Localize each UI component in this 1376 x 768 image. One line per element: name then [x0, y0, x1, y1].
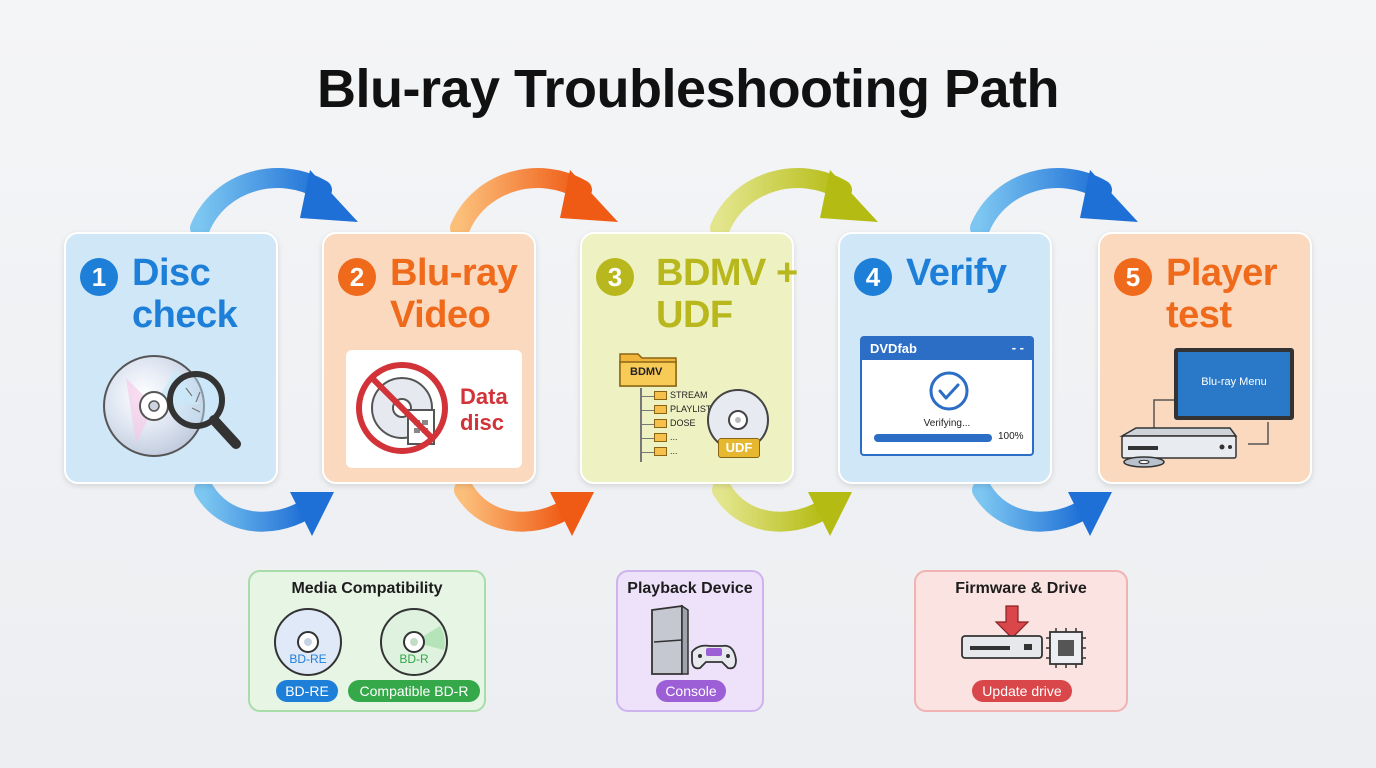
step-number-2: 2	[338, 258, 376, 296]
subfolder-icon	[654, 405, 667, 414]
media-compatibility-title: Media Compatibility	[291, 580, 443, 597]
arrow-bottom-2	[454, 480, 594, 536]
folder-label: BDMV	[630, 366, 663, 378]
tv-screen: Blu-ray Menu	[1174, 348, 1294, 420]
bd-re-disc-label: BD-RE	[289, 652, 327, 666]
step-title-5: Player test	[1166, 252, 1278, 336]
firmware-drive-title: Firmware & Drive	[955, 580, 1087, 597]
subfolder-label: STREAM	[670, 390, 708, 400]
subfolder-label: PLAYLIST	[670, 404, 712, 414]
subfolder-item: DOSE	[642, 418, 711, 432]
window-controls[interactable]: - -	[1011, 340, 1024, 355]
step-title-4: Verify	[906, 252, 1007, 294]
step-number-1: 1	[80, 258, 118, 296]
step-card-1: 1 Disc check	[64, 232, 278, 484]
progress-fill	[874, 434, 992, 442]
status-text: Verifying...	[923, 418, 971, 429]
playback-device-title: Playback Device	[627, 580, 753, 597]
arrow-top-3	[710, 168, 878, 238]
progress-bar	[874, 434, 992, 442]
window-titlebar: DVDfab - -	[862, 338, 1032, 360]
window-title: DVDfab	[870, 341, 917, 356]
arrow-top-2	[450, 168, 618, 238]
no-data-disc-icon	[356, 362, 448, 454]
arrow-bottom-3	[712, 480, 852, 536]
console-pill: Console	[656, 680, 726, 702]
dvdfab-window: DVDfab - - Verifying... 100%	[860, 336, 1034, 456]
arrow-bottom-4	[972, 480, 1112, 536]
folder-icon	[619, 353, 677, 387]
bd-re-disc-icon	[274, 608, 342, 676]
compatible-bd-r-pill: Compatible BD-R	[348, 680, 480, 702]
step-title-1: Disc check	[132, 252, 238, 336]
subfolder-item: ...	[642, 432, 711, 446]
bd-r-disc-label: BD-R	[399, 652, 429, 666]
page-title: Blu-ray Troubleshooting Path	[316, 59, 1060, 119]
step-number-5: 5	[1114, 258, 1152, 296]
tree-line	[640, 388, 642, 462]
blu-ray-player-icon	[1119, 427, 1238, 468]
subfolder-icon	[654, 447, 667, 456]
subfolder-icon	[654, 433, 667, 442]
arrow-top-4	[970, 168, 1138, 238]
data-disc-label: Data disc	[460, 384, 508, 435]
subfolder-label: ...	[670, 432, 678, 442]
step-title-2: Blu-ray Video	[390, 252, 518, 336]
cable-lines	[1153, 399, 1269, 445]
step-card-4: 4 Verify DVDfab - - Verifying... 100%	[838, 232, 1052, 484]
step-number-4: 4	[854, 258, 892, 296]
bd-r-disc-icon	[380, 608, 448, 676]
subfolder-icon	[654, 391, 667, 400]
step-card-3: 3 BDMV + UDF BDMV STREAM PLAYLIST DOSE	[580, 232, 798, 484]
arrow-top-1	[190, 168, 358, 238]
progress-label: 100%	[998, 431, 1024, 442]
console-icon	[651, 604, 737, 675]
tv-menu-text: Blu-ray Menu	[1201, 376, 1267, 388]
step-number-3: 3	[596, 258, 634, 296]
arrow-bottom-1	[194, 480, 334, 536]
subfolder-item: PLAYLIST	[642, 404, 711, 418]
step-title-3: BDMV + UDF	[656, 252, 798, 336]
firmware-update-icon	[961, 605, 1086, 668]
playback-device-box: Playback Device Console	[616, 570, 764, 712]
data-disc-panel: Data disc	[346, 350, 522, 468]
bdmv-folder-tree: BDMV STREAM PLAYLIST DOSE ...	[618, 348, 778, 468]
disc-magnifier-icon	[103, 355, 241, 457]
subfolder-label: DOSE	[670, 418, 696, 428]
step-card-2: 2 Blu-ray Video Data disc	[322, 232, 536, 484]
media-compatibility-box: Media Compatibility BD-RE BD-R BD-RE Com…	[248, 570, 486, 712]
firmware-drive-box: Firmware & Drive Update drive	[914, 570, 1128, 712]
step-card-5: 5 Player test Blu-ray Menu	[1098, 232, 1312, 484]
udf-disc-icon	[707, 389, 769, 451]
subfolder-item: STREAM	[642, 390, 711, 404]
subfolder-icon	[654, 419, 667, 428]
update-drive-pill: Update drive	[972, 680, 1072, 702]
udf-badge: UDF	[718, 438, 760, 458]
player-tv-illustration: Blu-ray Menu	[1116, 346, 1302, 472]
check-circle-icon	[929, 371, 969, 411]
subfolder-item: ...	[642, 446, 711, 460]
bd-re-pill: BD-RE	[276, 680, 338, 702]
subfolder-label: ...	[670, 446, 678, 456]
